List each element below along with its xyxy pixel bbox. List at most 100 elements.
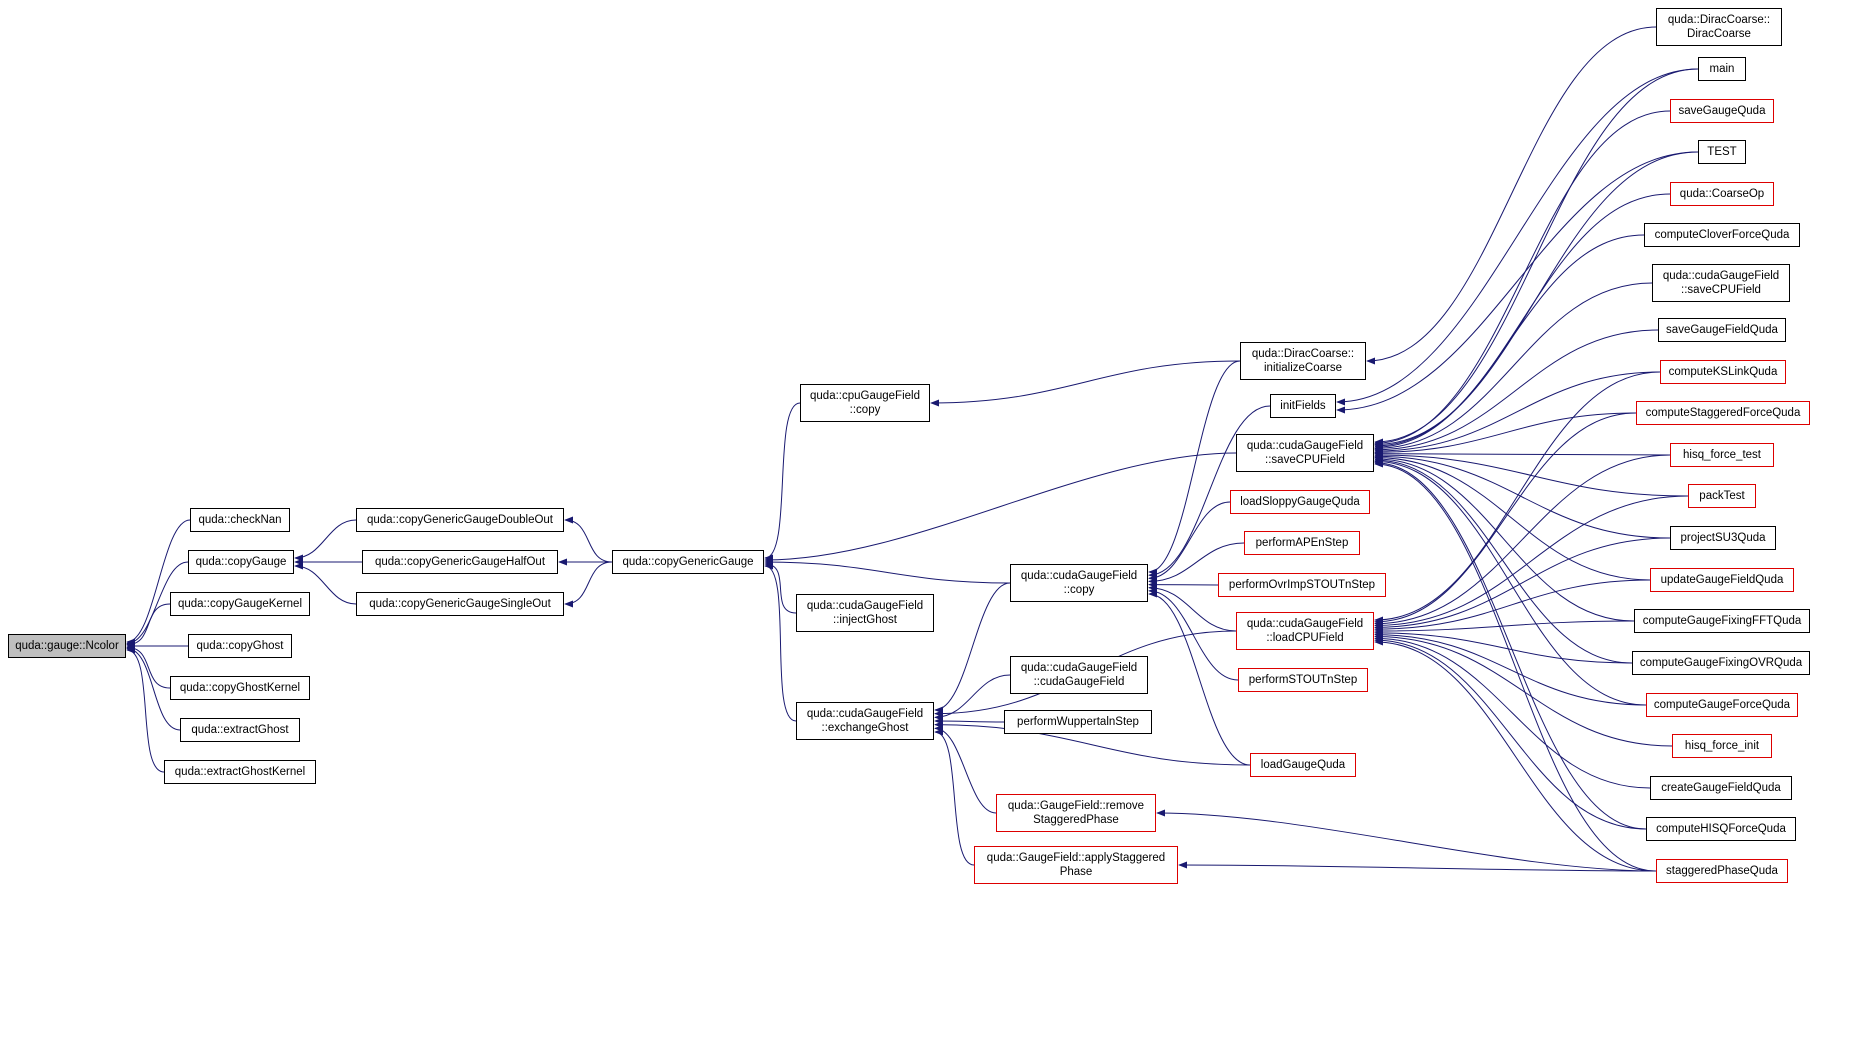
edge-computeHISQForceQuda-to-loadCPUField <box>1374 636 1647 830</box>
edge-computeCloverForceQuda-to-saveCPUField <box>1374 234 1645 451</box>
edge-cudaCopy-to-copyGenericGauge <box>764 558 1011 584</box>
node-copyGaugeKernel[interactable]: quda::copyGaugeKernel <box>170 592 310 616</box>
edge-performWuppertalnStep-to-exchangeGhost <box>934 717 1005 725</box>
edge-computeGaugeFixingOVRQuda-to-saveCPUField <box>1374 456 1633 664</box>
edge-loadSloppyGaugeQuda-to-cudaCopy <box>1148 501 1231 582</box>
node-saveGaugeQuda[interactable]: saveGaugeQuda <box>1670 99 1774 123</box>
node-performOvrImpSTOUTnStep[interactable]: performOvrImpSTOUTnStep <box>1218 573 1386 597</box>
node-main[interactable]: main <box>1698 57 1746 81</box>
node-computeHISQForceQuda[interactable]: computeHISQForceQuda <box>1646 817 1796 841</box>
node-injectGhost[interactable]: quda::cudaGaugeField ::injectGhost <box>796 594 934 632</box>
node-saveGaugeFieldQuda[interactable]: saveGaugeFieldQuda <box>1658 318 1786 342</box>
node-hisqForceTest[interactable]: hisq_force_test <box>1670 443 1774 467</box>
node-performWuppertalnStep[interactable]: performWuppertalnStep <box>1004 710 1152 734</box>
edge-computeKSLinkQuda-to-loadCPUField <box>1374 371 1661 624</box>
edge-hisqForceInit-to-loadCPUField <box>1374 632 1673 747</box>
edge-computeStaggeredForceQuda-to-saveCPUField <box>1374 412 1637 456</box>
edge-cudaCopy-to-exchangeGhost <box>934 582 1011 714</box>
node-applyStaggeredPhase[interactable]: quda::GaugeField::applyStaggered Phase <box>974 846 1178 884</box>
edge-computeKSLinkQuda-to-saveCPUField <box>1374 371 1661 455</box>
node-loadCPUField[interactable]: quda::cudaGaugeField ::loadCPUField <box>1236 612 1374 650</box>
node-hisqForceInit[interactable]: hisq_force_init <box>1672 734 1772 758</box>
edge-exchangeGhost-to-copyGenericGauge <box>764 562 797 722</box>
edge-loadGaugeQuda-to-cudaCopy <box>1148 590 1251 766</box>
edges-group <box>126 26 1699 872</box>
node-copyGenericGauge[interactable]: quda::copyGenericGauge <box>612 550 764 574</box>
edge-saveCPUFieldOverload-to-saveCPUField <box>1374 282 1653 453</box>
node-copyGauge[interactable]: quda::copyGauge <box>188 550 294 574</box>
edge-saveGaugeFieldQuda-to-saveCPUField <box>1374 329 1659 454</box>
node-initializeCoarse[interactable]: quda::DiracCoarse:: initializeCoarse <box>1240 342 1366 380</box>
node-coarseOp[interactable]: quda::CoarseOp <box>1670 182 1774 206</box>
node-computeGaugeFixingOVRQuda[interactable]: computeGaugeFixingOVRQuda <box>1632 651 1810 675</box>
node-projectSU3Quda[interactable]: projectSU3Quda <box>1670 526 1776 550</box>
node-updateGaugeFieldQuda[interactable]: updateGaugeFieldQuda <box>1650 568 1794 592</box>
edge-packTest-to-saveCPUField <box>1374 451 1689 497</box>
node-computeKSLinkQuda[interactable]: computeKSLinkQuda <box>1660 360 1786 384</box>
edge-copyGenericGaugeDoubleOut-to-copyGauge <box>294 519 357 562</box>
edge-checkNan-to-ncolor <box>126 519 191 646</box>
edge-saveGaugeQuda-to-saveCPUField <box>1374 110 1671 447</box>
edge-updateGaugeFieldQuda-to-loadCPUField <box>1374 579 1651 633</box>
node-saveCPUFieldOverload[interactable]: quda::cudaGaugeField ::saveCPUField <box>1652 264 1790 302</box>
edge-loadGaugeQuda-to-exchangeGhost <box>934 721 1251 766</box>
node-computeStaggeredForceQuda[interactable]: computeStaggeredForceQuda <box>1636 401 1810 425</box>
node-ncolor[interactable]: quda::gauge::Ncolor <box>8 634 126 658</box>
edge-TEST-to-initFields <box>1336 151 1699 414</box>
node-initFields[interactable]: initFields <box>1270 394 1336 418</box>
node-exchangeGhost[interactable]: quda::cudaGaugeField ::exchangeGhost <box>796 702 934 740</box>
node-performAPEnStep[interactable]: performAPEnStep <box>1244 531 1360 555</box>
edge-hisqForceTest-to-saveCPUField <box>1374 450 1671 458</box>
node-cpuGaugeFieldCopy[interactable]: quda::cpuGaugeField ::copy <box>800 384 930 422</box>
edge-coarseOp-to-saveCPUField <box>1374 193 1671 450</box>
node-saveCPUField[interactable]: quda::cudaGaugeField ::saveCPUField <box>1236 434 1374 472</box>
edge-staggeredPhaseQuda-to-loadCPUField <box>1374 638 1657 872</box>
edge-computeGaugeFixingFFTQuda-to-saveCPUField <box>1374 455 1635 622</box>
edge-applyStaggeredPhase-to-exchangeGhost <box>934 728 975 866</box>
edge-computeGaugeForceQuda-to-loadCPUField <box>1374 631 1647 706</box>
node-cudaGaugeFieldCtor[interactable]: quda::cudaGaugeField ::cudaGaugeField <box>1010 656 1148 694</box>
node-createGaugeFieldQuda[interactable]: createGaugeFieldQuda <box>1650 776 1792 800</box>
edge-initFields-to-cudaCopy <box>1148 405 1271 579</box>
node-extractGhostKernel[interactable]: quda::extractGhostKernel <box>164 760 316 784</box>
node-computeGaugeForceQuda[interactable]: computeGaugeForceQuda <box>1646 693 1798 717</box>
node-computeCloverForceQuda[interactable]: computeCloverForceQuda <box>1644 223 1800 247</box>
node-copyGhostKernel[interactable]: quda::copyGhostKernel <box>170 676 310 700</box>
edge-copyGenericGauge-to-copyGenericGaugeSingleOut <box>564 561 613 608</box>
edge-computeGaugeForceQuda-to-saveCPUField <box>1374 457 1647 706</box>
edge-hisqForceTest-to-loadCPUField <box>1374 454 1671 628</box>
edge-projectSU3Quda-to-loadCPUField <box>1374 537 1671 631</box>
node-cudaCopy[interactable]: quda::cudaGaugeField ::copy <box>1010 564 1148 602</box>
edge-staggeredPhaseQuda-to-applyStaggeredPhase <box>1178 861 1657 872</box>
node-copyGenericGaugeSingleOut[interactable]: quda::copyGenericGaugeSingleOut <box>356 592 564 616</box>
node-loadSloppyGaugeQuda[interactable]: loadSloppyGaugeQuda <box>1230 490 1370 514</box>
edge-copyGauge-to-ncolor <box>126 561 189 647</box>
edge-removeStaggeredPhase-to-exchangeGhost <box>934 724 997 814</box>
edge-staggeredPhaseQuda-to-removeStaggeredPhase <box>1156 809 1657 872</box>
node-checkNan[interactable]: quda::checkNan <box>190 508 290 532</box>
node-performSTOUTnStep[interactable]: performSTOUTnStep <box>1238 668 1368 692</box>
node-staggeredPhaseQuda[interactable]: staggeredPhaseQuda <box>1656 859 1788 883</box>
node-copyGenericGaugeDoubleOut[interactable]: quda::copyGenericGaugeDoubleOut <box>356 508 564 532</box>
node-computeGaugeFixingFFTQuda[interactable]: computeGaugeFixingFFTQuda <box>1634 609 1810 633</box>
edge-main-to-saveCPUField <box>1374 68 1699 446</box>
edge-loadCPUField-to-cudaCopy <box>1148 584 1237 632</box>
edge-copyGenericGaugeSingleOut-to-copyGauge <box>294 562 357 605</box>
edge-injectGhost-to-copyGenericGauge <box>764 560 797 614</box>
node-copyGenericGaugeHalfOut[interactable]: quda::copyGenericGaugeHalfOut <box>362 550 558 574</box>
node-copyGhost[interactable]: quda::copyGhost <box>188 634 292 658</box>
node-packTest[interactable]: packTest <box>1688 484 1756 508</box>
edge-performAPEnStep-to-cudaCopy <box>1148 542 1245 586</box>
edge-cpuGaugeFieldCopy-to-copyGenericGauge <box>764 402 801 562</box>
node-loadGaugeQuda[interactable]: loadGaugeQuda <box>1250 753 1356 777</box>
edge-copyGenericGauge-to-copyGenericGaugeDoubleOut <box>564 516 613 563</box>
edge-createGaugeFieldQuda-to-loadCPUField <box>1374 634 1651 789</box>
node-removeStaggeredPhase[interactable]: quda::GaugeField::remove StaggeredPhase <box>996 794 1156 832</box>
edge-copyGaugeKernel-to-ncolor <box>126 603 171 649</box>
edge-diracCoarseCtor-to-initializeCoarse <box>1366 26 1657 365</box>
node-diracCoarseCtor[interactable]: quda::DiracCoarse:: DiracCoarse <box>1656 8 1782 46</box>
node-extractGhost[interactable]: quda::extractGhost <box>180 718 300 742</box>
edge-computeGaugeFixingOVRQuda-to-loadCPUField <box>1374 629 1633 664</box>
node-TEST[interactable]: TEST <box>1698 140 1746 164</box>
